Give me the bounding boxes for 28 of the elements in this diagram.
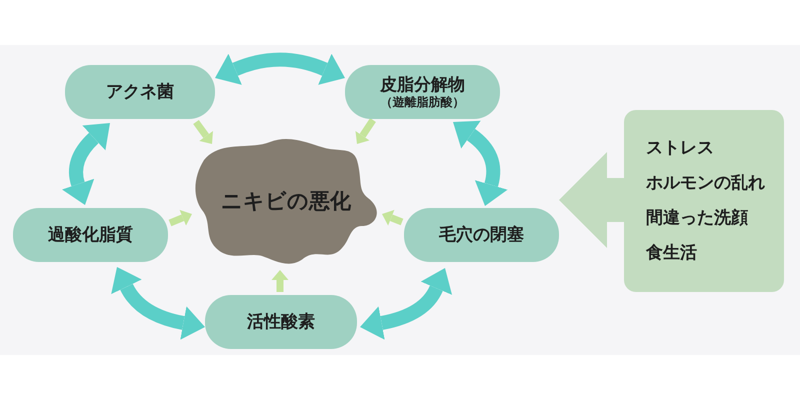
double-arrow bbox=[453, 121, 508, 206]
double-arrow bbox=[62, 122, 110, 206]
rounded-box bbox=[13, 208, 168, 262]
node-label: アクネ菌 bbox=[106, 82, 174, 102]
double-arrow bbox=[360, 268, 452, 340]
cause-box bbox=[624, 110, 784, 292]
node-label: 活性酸素 bbox=[247, 312, 315, 332]
rounded-box bbox=[65, 65, 215, 119]
node-label: 毛穴の閉塞 bbox=[439, 225, 524, 245]
arrow bbox=[168, 210, 192, 226]
node-label: （遊離脂肪酸） bbox=[380, 95, 464, 109]
rounded-box bbox=[345, 65, 500, 119]
list-item: 食生活 bbox=[646, 242, 697, 265]
arrow bbox=[272, 270, 288, 292]
list-item: 間違った洗顔 bbox=[646, 207, 748, 230]
arrow bbox=[382, 210, 404, 226]
center-label: ニキビの悪化 bbox=[221, 191, 351, 211]
double-arrow bbox=[214, 52, 346, 86]
node-label: 過酸化脂質 bbox=[48, 225, 133, 245]
rounded-box bbox=[205, 295, 357, 349]
arrow bbox=[355, 118, 376, 144]
block-arrow bbox=[559, 152, 624, 248]
list-item: ストレス bbox=[646, 137, 714, 160]
list-item: ホルモンの乱れ bbox=[646, 172, 765, 195]
double-arrow bbox=[112, 267, 205, 340]
node-label: 皮脂分解物 bbox=[380, 75, 465, 95]
arrow bbox=[193, 120, 213, 144]
rounded-box bbox=[404, 208, 559, 262]
